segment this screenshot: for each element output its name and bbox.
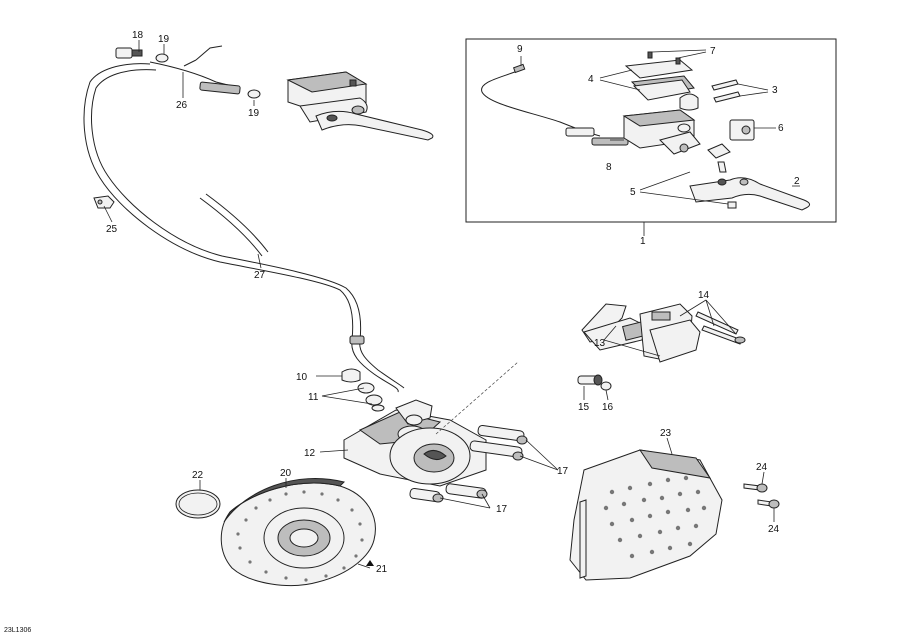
inset-reservoir-cover xyxy=(624,51,699,111)
bleed-and-washers xyxy=(341,368,385,412)
callout-14: 14 xyxy=(698,290,710,301)
callout-9: 9 xyxy=(517,44,523,55)
handlebar-master-cylinder xyxy=(115,45,434,141)
callout-16: 16 xyxy=(602,402,614,413)
callout-27: 27 xyxy=(254,270,266,281)
inset-clamp-6 xyxy=(729,119,755,141)
inset-screws xyxy=(711,79,741,103)
alignment-line xyxy=(435,361,519,435)
inset-master-cylinder xyxy=(622,109,731,173)
callout-26: 26 xyxy=(176,100,188,111)
callout-4: 4 xyxy=(588,74,594,85)
master-cylinder-inset-box xyxy=(465,38,837,223)
callout-23: 23 xyxy=(660,428,672,439)
callout-1: 1 xyxy=(640,236,646,247)
callout-15: 15 xyxy=(578,402,590,413)
callout-22: 22 xyxy=(192,470,204,481)
callout-24-lower: 24 xyxy=(768,524,780,535)
disc-guard xyxy=(569,449,723,581)
brake-hose xyxy=(83,63,405,393)
callout-6: 6 xyxy=(778,123,784,134)
hose-guide-27 xyxy=(199,193,269,257)
callout-13: 13 xyxy=(594,338,606,349)
hose-clip-25 xyxy=(93,195,115,209)
caliper-pins-lower xyxy=(409,483,488,503)
loctite-marker xyxy=(366,560,374,566)
callout-20: 20 xyxy=(280,468,292,479)
callout-12: 12 xyxy=(304,448,316,459)
callout-10: 10 xyxy=(296,372,308,383)
inset-lever xyxy=(689,177,810,211)
callout-25: 25 xyxy=(106,224,118,235)
callout-5: 5 xyxy=(630,187,636,198)
callout-8: 8 xyxy=(606,162,612,173)
o-ring-22 xyxy=(175,489,221,519)
brake-disc xyxy=(220,478,376,587)
o-ring-22-inner xyxy=(178,492,218,516)
callout-21: 21 xyxy=(376,564,388,575)
drawing-code: 23L1306 xyxy=(4,627,31,634)
callout-24-upper: 24 xyxy=(756,462,768,473)
callout-17-upper: 17 xyxy=(557,466,569,477)
brake-caliper xyxy=(343,399,487,487)
callout-17-lower: 17 xyxy=(496,504,508,515)
callout-3: 3 xyxy=(772,85,778,96)
caliper-pins-upper xyxy=(469,425,528,461)
callout-19-lower: 19 xyxy=(248,108,260,119)
guard-screws xyxy=(743,483,780,509)
pin-and-ring xyxy=(577,374,612,391)
callout-2: 2 xyxy=(794,176,800,187)
brake-pads xyxy=(581,303,701,363)
callout-19-upper: 19 xyxy=(158,34,170,45)
callout-7: 7 xyxy=(710,46,716,57)
callout-11: 11 xyxy=(308,392,319,403)
callout-18: 18 xyxy=(132,30,144,41)
